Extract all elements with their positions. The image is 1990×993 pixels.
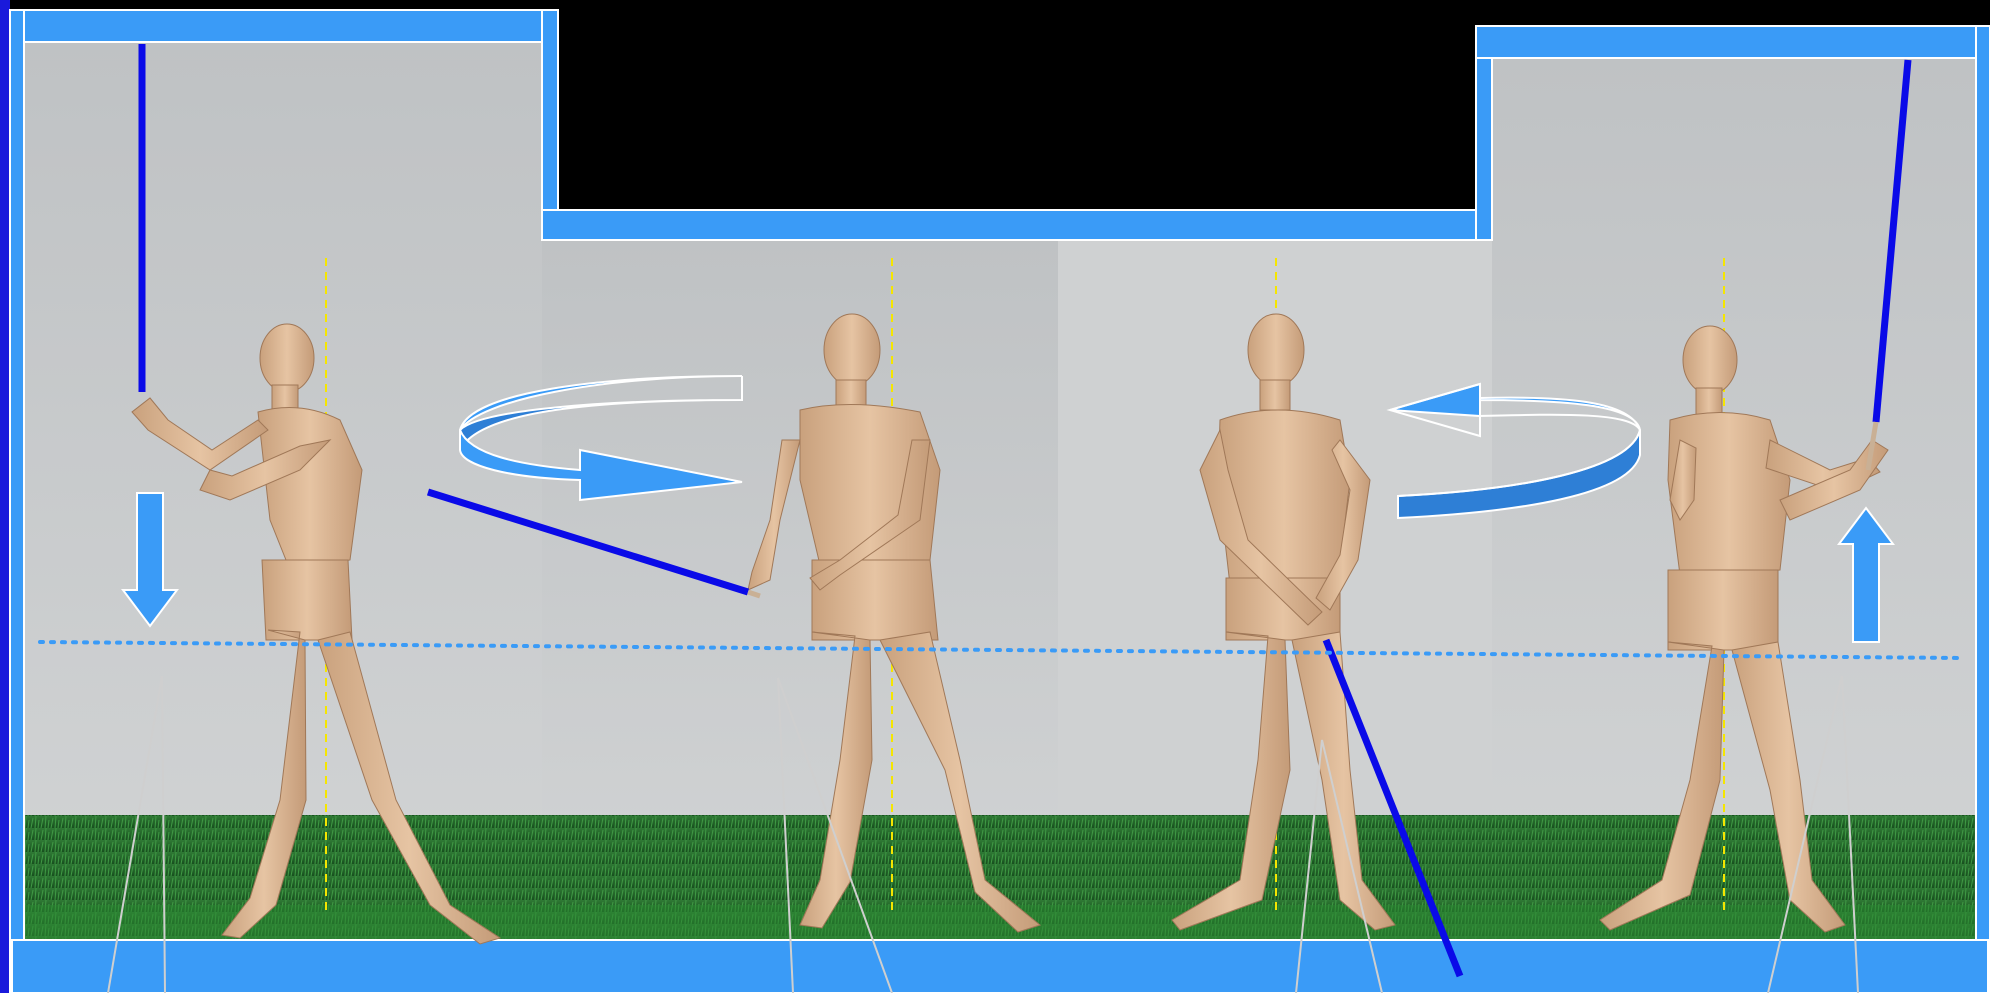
frame-top-left bbox=[12, 10, 542, 42]
left-edge-strip bbox=[0, 0, 10, 993]
frame-right bbox=[1976, 26, 1990, 993]
frame-top-right bbox=[1476, 26, 1976, 58]
frame-left bbox=[10, 10, 24, 993]
frame-top-middle bbox=[542, 210, 1492, 240]
frame-inner-left-post bbox=[542, 10, 558, 240]
frame-bottom bbox=[12, 940, 1988, 993]
